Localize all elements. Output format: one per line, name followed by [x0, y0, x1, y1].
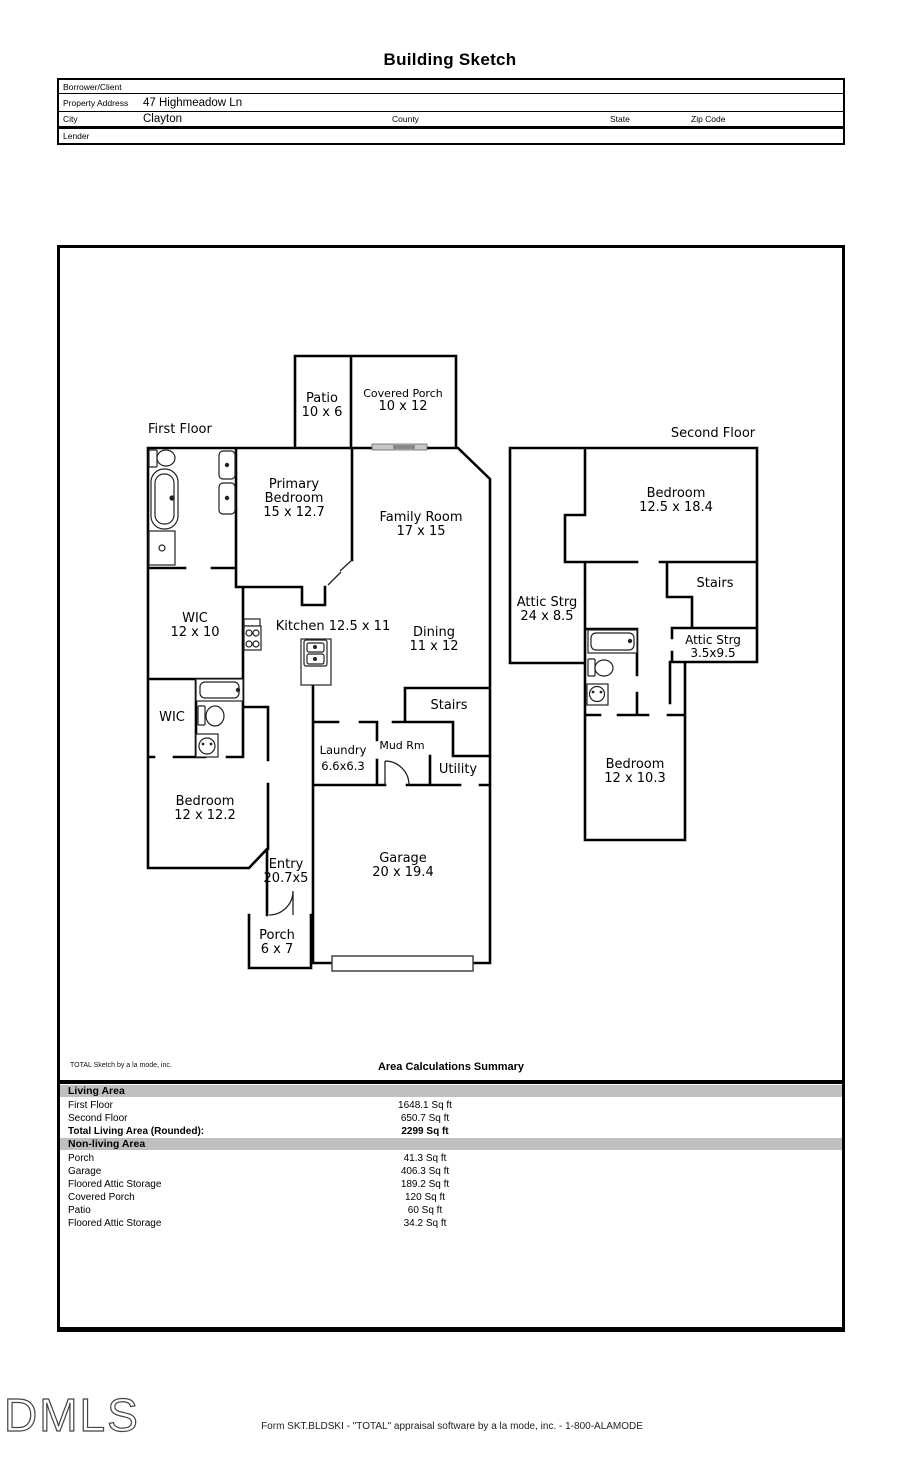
summary-title: Area Calculations Summary [377, 1061, 525, 1073]
room-label-utility: Utility [438, 762, 478, 777]
page-title: Building Sketch [383, 50, 517, 69]
form-row-lender: Lender [59, 129, 843, 143]
second-floor-label: Second Floor [670, 426, 756, 441]
room-label-dining: Dining 11 x 12 [409, 625, 459, 654]
form-row-address: Property Address 47 Highmeadow Ln [59, 94, 843, 112]
state-label: State [610, 114, 630, 124]
room-label-mud-room: Mud Rm [379, 739, 425, 752]
room-label-wic-lower: WIC [159, 710, 185, 725]
city-label: City [63, 114, 78, 124]
room-label-wic-upper: WIC 12 x 10 [170, 611, 220, 640]
room-label-porch: Porch 6 x 7 [259, 928, 295, 957]
room-label-bedroom-large: Bedroom 12.5 x 18.4 [639, 486, 713, 515]
mls-logo: DMLS [3, 1389, 140, 1441]
room-label-stairs-first: Stairs [430, 698, 468, 713]
summary-row: First Floor 1648.1 Sq ft [68, 1100, 452, 1111]
room-label-patio: Patio 10 x 6 [301, 391, 343, 420]
room-label-attic-left: Attic Strg 24 x 8.5 [516, 595, 578, 624]
room-label-bedroom-first: Bedroom 12 x 12.2 [174, 794, 236, 823]
lender-label: Lender [63, 131, 90, 141]
summary-row: Floored Attic Storage 34.2 Sq ft [68, 1218, 447, 1229]
room-label-primary-bedroom: Primary Bedroom 15 x 12.7 [263, 477, 325, 520]
form-row-borrower: Borrower/Client [59, 80, 843, 94]
property-form: Borrower/Client Property Address 47 High… [57, 78, 845, 145]
room-label-bedroom-small: Bedroom 12 x 10.3 [604, 757, 666, 786]
room-label-covered-porch: Covered Porch 10 x 12 [363, 387, 443, 414]
form-footer-text: Form SKT.BLDSKI - "TOTAL" appraisal soft… [261, 1421, 643, 1432]
area-calculations-summary: Living Area First Floor 1648.1 Sq ft Sec… [57, 1081, 845, 1332]
first-floor-label: First Floor [148, 422, 212, 437]
sketch-area [57, 245, 845, 1083]
room-label-entry: Entry 20.7x5 [263, 857, 309, 886]
summary-row: Floored Attic Storage 189.2 Sq ft [68, 1179, 450, 1190]
room-label-garage: Garage 20 x 19.4 [372, 851, 434, 880]
property-address-value: 47 Highmeadow Ln [143, 96, 243, 109]
summary-row: Second Floor 650.7 Sq ft [68, 1113, 450, 1124]
room-label-laundry: Laundry 6.6x6.3 [319, 743, 367, 773]
city-value: Clayton [143, 113, 182, 125]
software-branding: TOTAL Sketch by a la mode, inc. [70, 1062, 172, 1069]
property-address-label: Property Address [63, 97, 129, 108]
living-area-header: Living Area [60, 1085, 842, 1097]
summary-row: Garage 406.3 Sq ft [68, 1166, 450, 1177]
summary-total-row: Total Living Area (Rounded): 2299 Sq ft [68, 1126, 449, 1137]
room-label-family-room: Family Room 17 x 15 [379, 510, 463, 539]
summary-row: Covered Porch 120 Sq ft [68, 1192, 446, 1203]
borrower-label: Borrower/Client [63, 81, 122, 92]
form-row-city: City Clayton County State Zip Code [59, 112, 843, 129]
room-label-stairs-second: Stairs [696, 576, 734, 591]
summary-row: Patio 60 Sq ft [68, 1205, 443, 1216]
room-label-attic-small: Attic Strg 3.5x9.5 [685, 633, 741, 660]
zip-label: Zip Code [691, 114, 726, 124]
nonliving-area-header: Non-living Area [60, 1138, 842, 1150]
summary-row: Porch 41.3 Sq ft [68, 1153, 447, 1164]
county-label: County [392, 114, 419, 124]
room-label-kitchen: Kitchen 12.5 x 11 [275, 619, 391, 634]
